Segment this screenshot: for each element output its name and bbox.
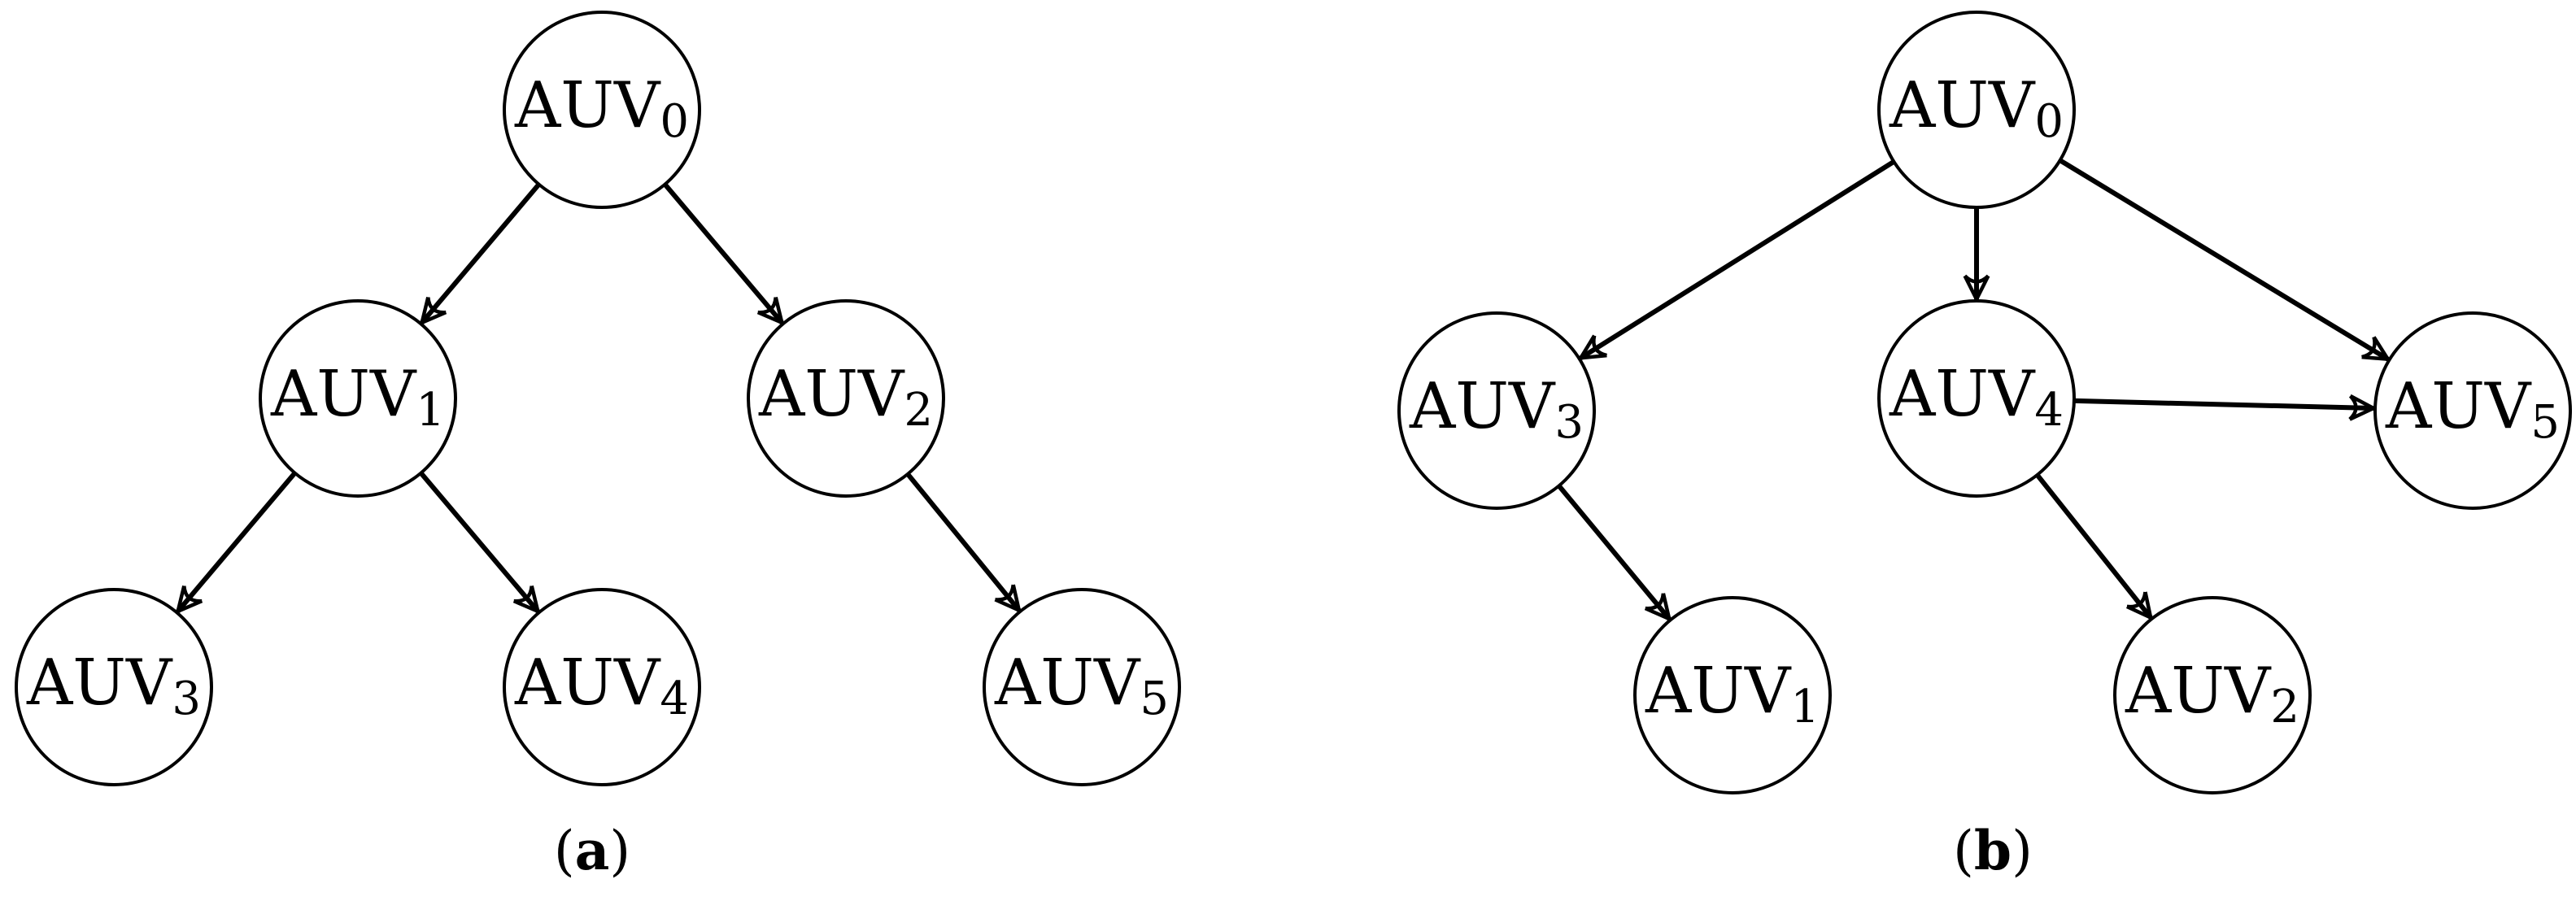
node-label-base: AUV: [1409, 370, 1556, 443]
node-label-base: AUV: [1645, 655, 1792, 728]
node-label-base: AUV: [1889, 69, 2036, 142]
edge-a1-to-a4: [419, 471, 538, 612]
edge-b0-to-b5: [2059, 158, 2388, 359]
node-label-base: AUV: [2385, 370, 2532, 443]
node-a4: AUV4: [503, 588, 701, 786]
node-label-base: AUV: [994, 646, 1141, 720]
node-label-subscript: 0: [2034, 95, 2064, 148]
node-circle: [1633, 596, 1832, 794]
node-a1: AUV1: [259, 299, 457, 498]
node-circle: [15, 588, 213, 786]
node-circle: [1877, 299, 2076, 498]
caption-b: (b): [1953, 819, 2033, 882]
node-circle: [983, 588, 1181, 786]
node-label-subscript: 5: [1140, 672, 1169, 725]
node-a5: AUV5: [983, 588, 1181, 786]
node-label-base: AUV: [270, 358, 417, 431]
node-b3: AUV3: [1397, 311, 1596, 510]
node-circle: [2373, 311, 2572, 510]
edge-b4-to-b2: [2035, 473, 2151, 618]
node-label: AUV5: [994, 646, 1169, 725]
edge-a0-to-a2: [663, 182, 782, 323]
node-label-subscript: 3: [172, 672, 201, 725]
node-label-subscript: 1: [1790, 681, 1820, 733]
node-label: AUV3: [26, 646, 201, 725]
node-circle: [503, 11, 701, 209]
node-label-subscript: 3: [1554, 396, 1584, 449]
node-circle: [1877, 11, 2076, 209]
caption-a: (a): [554, 819, 630, 882]
node-label-base: AUV: [758, 358, 905, 431]
node-label-subscript: 4: [660, 672, 689, 725]
node-a2: AUV2: [747, 299, 945, 498]
node-circle: [259, 299, 457, 498]
node-label-subscript: 4: [2034, 384, 2064, 437]
node-label-base: AUV: [26, 646, 173, 720]
node-label-base: AUV: [514, 646, 661, 720]
edge-b4-to-b5: [2073, 401, 2373, 408]
node-label-subscript: 1: [416, 384, 445, 437]
node-circle: [747, 299, 945, 498]
node-label: AUV5: [2385, 370, 2560, 449]
node-b2: AUV2: [2113, 596, 2312, 794]
edge-b0-to-b3: [1580, 159, 1895, 358]
node-b0: AUV0: [1877, 11, 2076, 209]
node-label: AUV0: [1889, 69, 2064, 148]
node-label-subscript: 2: [2270, 681, 2299, 733]
node-label: AUV0: [514, 69, 689, 148]
node-b5: AUV5: [2373, 311, 2572, 510]
node-label: AUV4: [514, 646, 689, 725]
node-label-subscript: 2: [904, 384, 933, 437]
node-label: AUV2: [758, 358, 933, 437]
node-label-subscript: 0: [660, 95, 689, 148]
node-label-base: AUV: [1889, 358, 2036, 431]
edge-a1-to-a3: [178, 471, 297, 612]
node-label: AUV1: [270, 358, 445, 437]
node-circle: [2113, 596, 2312, 794]
node-circle: [503, 588, 701, 786]
edges-layer: [178, 158, 2388, 619]
node-label: AUV1: [1645, 655, 1820, 733]
node-label: AUV2: [2125, 655, 2299, 733]
edge-b3-to-b1: [1557, 484, 1670, 619]
node-label-base: AUV: [514, 69, 661, 142]
node-label-base: AUV: [2125, 655, 2272, 728]
node-b4: AUV4: [1877, 299, 2076, 498]
node-label: AUV4: [1889, 358, 2064, 437]
node-label-subscript: 5: [2530, 396, 2560, 449]
node-label: AUV3: [1409, 370, 1584, 449]
edge-a0-to-a1: [422, 182, 541, 323]
node-circle: [1397, 311, 1596, 510]
node-a0: AUV0: [503, 11, 701, 209]
node-a3: AUV3: [15, 588, 213, 786]
node-b1: AUV1: [1633, 596, 1832, 794]
edge-a2-to-a5: [905, 472, 1019, 611]
